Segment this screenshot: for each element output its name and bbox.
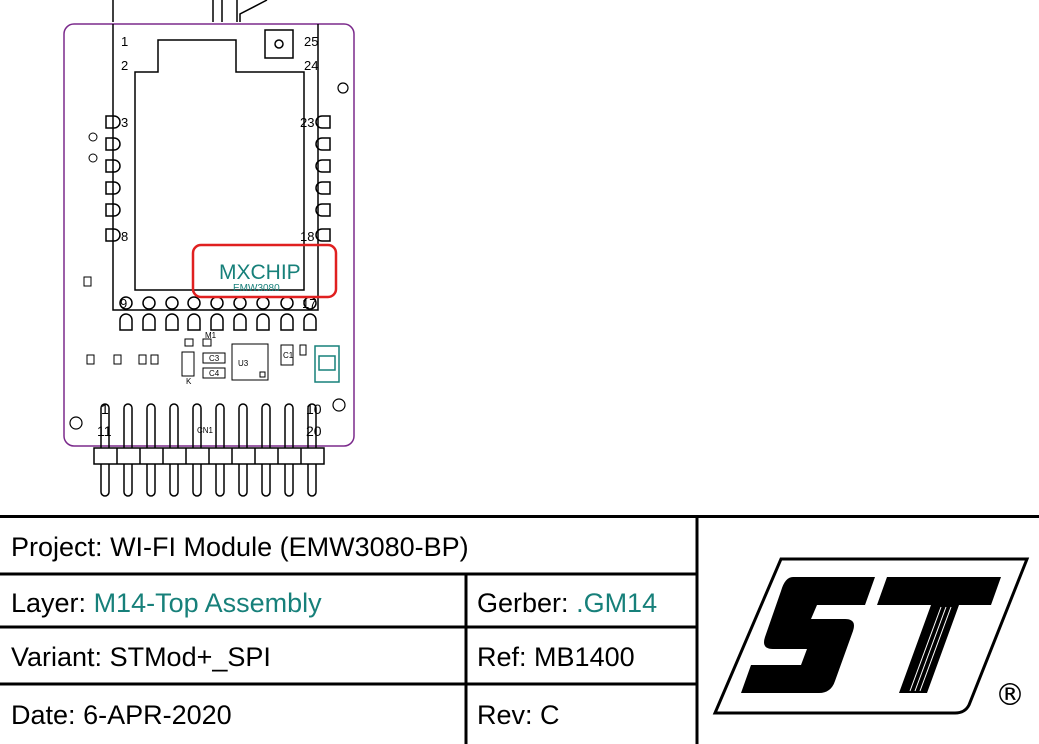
variant-value: STMod+_SPI (109, 642, 271, 672)
pin-label-24: 24 (304, 58, 318, 73)
antenna-connector (264, 29, 294, 59)
header-label-1: 1 (101, 401, 109, 417)
label-u3: U3 (238, 359, 249, 368)
pcb-assembly-drawing: 1 2 3 8 9 17 18 23 24 25 C3 C4 U3 C1 M1 … (63, 0, 355, 497)
pin-label-3: 3 (121, 115, 128, 130)
date-value: 6-APR-2020 (83, 700, 232, 730)
right-pads (315, 115, 331, 242)
pin-label-17: 17 (302, 296, 316, 311)
registered-mark: ® (995, 678, 1025, 713)
pin-label-2: 2 (121, 58, 128, 73)
small-components (83, 132, 307, 381)
header-label-20: 20 (306, 423, 322, 439)
label-cn1: CN1 (197, 426, 214, 435)
module-shield (134, 39, 305, 291)
gerber-value: .GM14 (576, 588, 658, 618)
ref-label: Ref: (477, 642, 527, 672)
header-label-11: 11 (97, 423, 112, 439)
pin-label-23: 23 (300, 115, 314, 130)
variant-row: Variant: STMod+_SPI (11, 642, 271, 673)
bottom-round-pads (119, 296, 317, 310)
ref-value: MB1400 (534, 642, 635, 672)
chip-model: EMW3080 (233, 283, 280, 294)
label-c1: C1 (283, 351, 294, 360)
mounting-holes (69, 82, 349, 430)
label-k: K (186, 377, 192, 386)
pin-label-25: 25 (304, 34, 318, 49)
project-row: Project: WI-FI Module (EMW3080-BP) (11, 532, 469, 563)
title-block-grid (0, 515, 1039, 744)
label-c3: C3 (209, 354, 220, 363)
st-logo: ® (712, 557, 1030, 715)
header-pins (93, 403, 325, 497)
date-row: Date: 6-APR-2020 (11, 700, 232, 731)
layer-value: M14-Top Assembly (93, 588, 322, 618)
highlight-box (191, 243, 338, 299)
variant-label: Variant: (11, 642, 103, 672)
bottom-rect-pads (119, 313, 317, 331)
rev-row: Rev: C (477, 700, 560, 731)
module-outline (112, 24, 319, 311)
layer-label: Layer: (11, 588, 87, 618)
ref-row: Ref: MB1400 (477, 642, 635, 673)
board-outline (63, 23, 355, 447)
pin-label-8: 8 (121, 229, 128, 244)
rev-label: Rev: (477, 700, 533, 730)
pin-label-9: 9 (120, 296, 127, 311)
header-label-10: 10 (306, 401, 322, 417)
label-m1: M1 (205, 331, 217, 340)
gerber-label: Gerber: (477, 588, 569, 618)
left-pads (105, 115, 121, 242)
pin-label-18: 18 (300, 229, 314, 244)
layer-row: Layer: M14-Top Assembly (11, 588, 322, 619)
chip-brand: MXCHIP (219, 261, 301, 284)
teal-ic (314, 345, 340, 383)
pin-label-1: 1 (121, 34, 128, 49)
gerber-row: Gerber: .GM14 (477, 588, 657, 619)
project-value: WI-FI Module (EMW3080-BP) (110, 532, 469, 562)
rev-value: C (540, 700, 560, 730)
date-label: Date: (11, 700, 76, 730)
project-label: Project: (11, 532, 103, 562)
antenna-traces (112, 0, 268, 22)
label-c4: C4 (209, 369, 220, 378)
